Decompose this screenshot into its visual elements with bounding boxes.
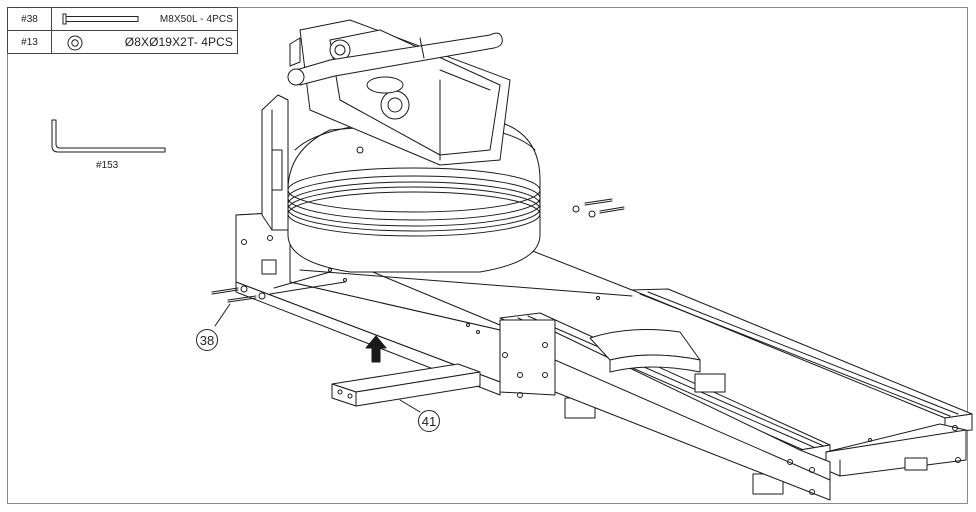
tool-label: #153 <box>96 160 119 171</box>
washer-icon <box>67 35 83 51</box>
water-tank <box>287 117 541 273</box>
part-description: M8X50L - 4PCS <box>159 14 233 25</box>
drawing-frame <box>7 7 968 504</box>
bolt-set-front <box>211 271 346 303</box>
part-number: #13 <box>7 30 52 54</box>
bolt-icon <box>62 13 139 25</box>
allen-key-icon <box>51 119 166 153</box>
parts-row-bolt: #38 M8X50L - 4PCS <box>7 7 238 31</box>
part-description-cell: M8X50L - 4PCS <box>51 7 238 31</box>
parts-row-washer: #13 Ø8XØ19X2T- 4PCS <box>7 30 238 54</box>
callout-bolts: 38 <box>196 329 218 351</box>
upright-mechanism <box>261 19 511 231</box>
parts-table: #38 M8X50L - 4PCS #13 Ø8XØ19X2T- 4PCS <box>7 7 238 54</box>
bolt-set-rear <box>572 198 625 218</box>
callout-support-beam: 41 <box>418 410 440 432</box>
part-description: Ø8XØ19X2T- 4PCS <box>124 35 233 49</box>
part-description-cell: Ø8XØ19X2T- 4PCS <box>51 30 238 54</box>
arrow-up-icon <box>365 335 387 363</box>
main-frame <box>235 211 961 501</box>
support-beam <box>331 363 481 413</box>
